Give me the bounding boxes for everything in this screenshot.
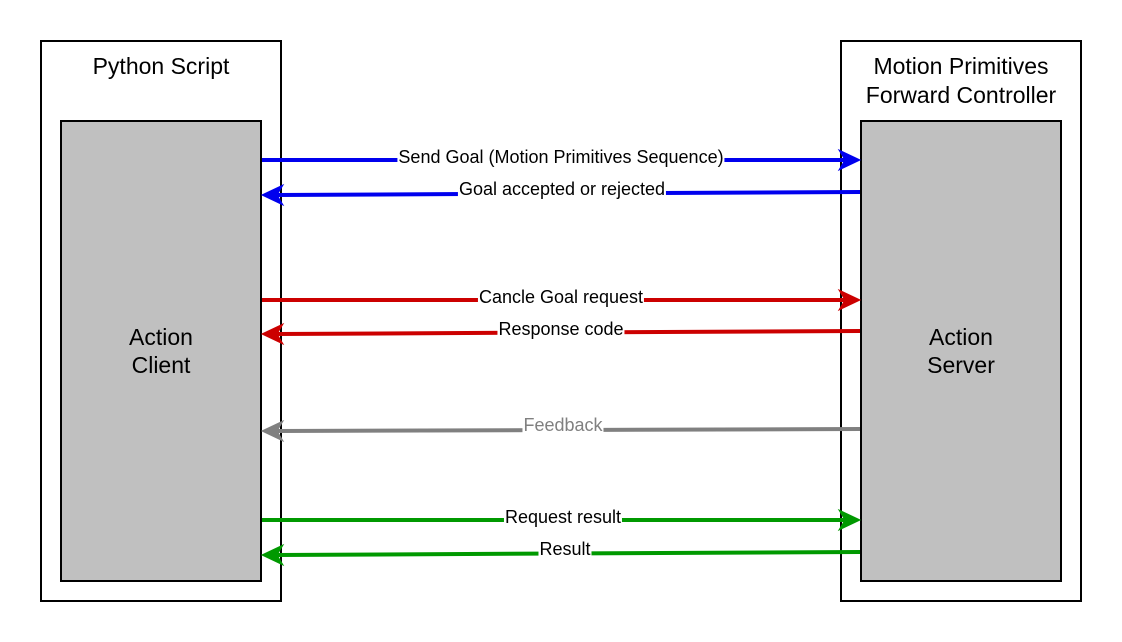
python-script-title: Python Script xyxy=(92,53,230,79)
message-label-2: Goal accepted or rejected xyxy=(457,179,667,199)
arrow-head-2 xyxy=(260,183,285,207)
arrow-head-4 xyxy=(260,322,285,346)
arrow-head-5 xyxy=(260,419,285,443)
message-label-5: Feedback xyxy=(522,415,604,435)
message-label-1: Send Goal (Motion Primitives Sequence) xyxy=(397,147,725,167)
message-label-6: Request result xyxy=(503,507,623,527)
arrow-head-7 xyxy=(260,543,285,567)
arrow-head-6 xyxy=(837,508,862,532)
arrow-head-3 xyxy=(837,288,862,312)
message-label-7: Result xyxy=(538,539,592,559)
motion-primitives-title: Motion Primitives Forward Controller xyxy=(865,53,1057,108)
message-label-4: Response code xyxy=(497,319,625,339)
action-client-box: Action Client xyxy=(60,120,262,582)
message-label-3: Cancle Goal request xyxy=(477,287,645,307)
action-server-box: Action Server xyxy=(860,120,1062,582)
arrow-head-1 xyxy=(837,148,862,172)
